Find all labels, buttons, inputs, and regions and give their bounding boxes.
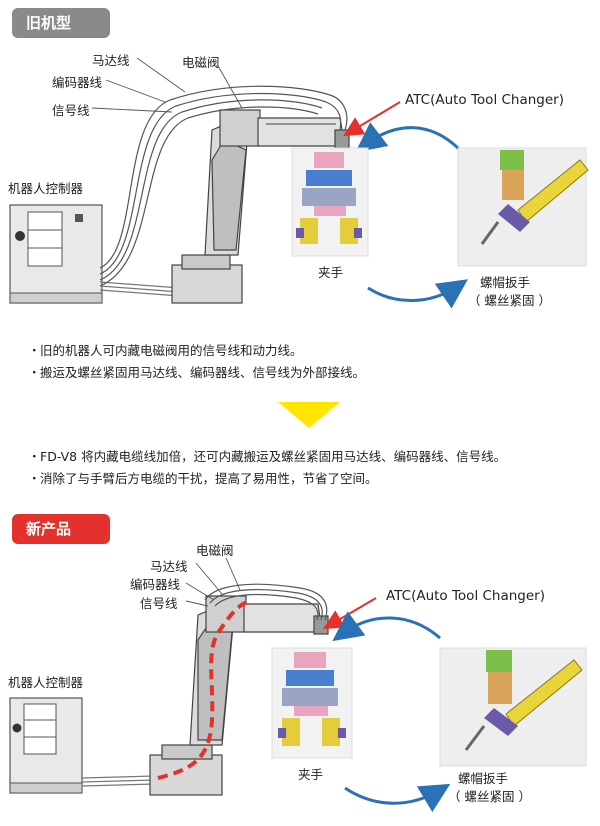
old-bullet-list: ・旧的机器人可内藏电磁阀用的信号线和动力线。 ・搬运及螺丝紧固用马达线、编码器线… bbox=[28, 340, 365, 384]
new-label-encoder-line: 编码器线 bbox=[130, 577, 181, 592]
new-internal-cables bbox=[204, 583, 328, 621]
old-label-wrench-sub: （ 螺丝紧固 ） bbox=[468, 293, 551, 308]
new-product-badge: 新产品 bbox=[12, 514, 110, 544]
old-swap-arrow-bottom bbox=[367, 279, 468, 309]
old-label-motor-line: 马达线 bbox=[92, 53, 130, 68]
new-label-atc: ATC(Auto Tool Changer) bbox=[386, 588, 545, 604]
old-wrench-photo bbox=[457, 147, 589, 267]
internal-cable-route bbox=[157, 600, 249, 780]
new-label-gripper: 夹手 bbox=[298, 767, 324, 782]
new-label-wrench-sub: （ 螺丝紧固 ） bbox=[448, 789, 531, 804]
old-label-signal-line: 信号线 bbox=[52, 103, 90, 118]
new-gripper-photo bbox=[271, 647, 353, 759]
old-label-controller: 机器人控制器 bbox=[8, 181, 84, 196]
new-label-solenoid: 电磁阀 bbox=[196, 543, 234, 558]
new-base-cables bbox=[81, 775, 156, 787]
old-controller-cabinet bbox=[9, 204, 103, 304]
old-label-atc: ATC(Auto Tool Changer) bbox=[405, 92, 564, 108]
old-gripper-photo bbox=[291, 147, 369, 257]
new-label-wrench: 螺帽扳手 bbox=[458, 771, 509, 786]
old-label-encoder-line: 编码器线 bbox=[52, 75, 103, 90]
old-base-cables bbox=[99, 281, 181, 297]
new-bullet-2: ・消除了与手臂后方电缆的干扰，提高了易用性，节省了空间。 bbox=[28, 471, 378, 486]
new-label-controller: 机器人控制器 bbox=[8, 675, 84, 690]
old-atc-arrow bbox=[343, 101, 401, 137]
new-label-leaders bbox=[185, 557, 241, 607]
old-bullet-2: ・搬运及螺丝紧固用马达线、编码器线、信号线为外部接线。 bbox=[28, 365, 366, 380]
old-label-solenoid: 电磁阀 bbox=[182, 55, 220, 70]
new-bullet-1: ・FD-V8 将内藏电缆线加倍，还可内藏搬运及螺丝紧固用马达线、编码器线、信号线… bbox=[28, 449, 507, 464]
old-label-wrench: 螺帽扳手 bbox=[480, 275, 531, 290]
new-robot-arm bbox=[149, 595, 329, 796]
old-model-badge: 旧机型 bbox=[12, 8, 110, 38]
new-swap-arrow-bottom bbox=[344, 783, 451, 813]
old-label-gripper: 夹手 bbox=[318, 265, 344, 280]
new-wrench-photo bbox=[439, 647, 587, 767]
new-label-signal-line: 信号线 bbox=[140, 596, 178, 611]
new-label-motor-line: 马达线 bbox=[150, 559, 188, 574]
old-swap-arrow-top bbox=[355, 122, 462, 153]
new-swap-arrow-top bbox=[332, 611, 441, 642]
new-controller-cabinet bbox=[9, 697, 83, 794]
old-label-leaders bbox=[91, 57, 243, 113]
new-bullet-list: ・FD-V8 将内藏电缆线加倍，还可内藏搬运及螺丝紧固用马达线、编码器线、信号线… bbox=[28, 446, 506, 490]
old-robot-arm bbox=[171, 109, 350, 304]
old-bullet-1: ・旧的机器人可内藏电磁阀用的信号线和动力线。 bbox=[28, 343, 303, 358]
old-external-cables bbox=[99, 85, 348, 287]
yellow-down-arrow bbox=[278, 402, 340, 428]
